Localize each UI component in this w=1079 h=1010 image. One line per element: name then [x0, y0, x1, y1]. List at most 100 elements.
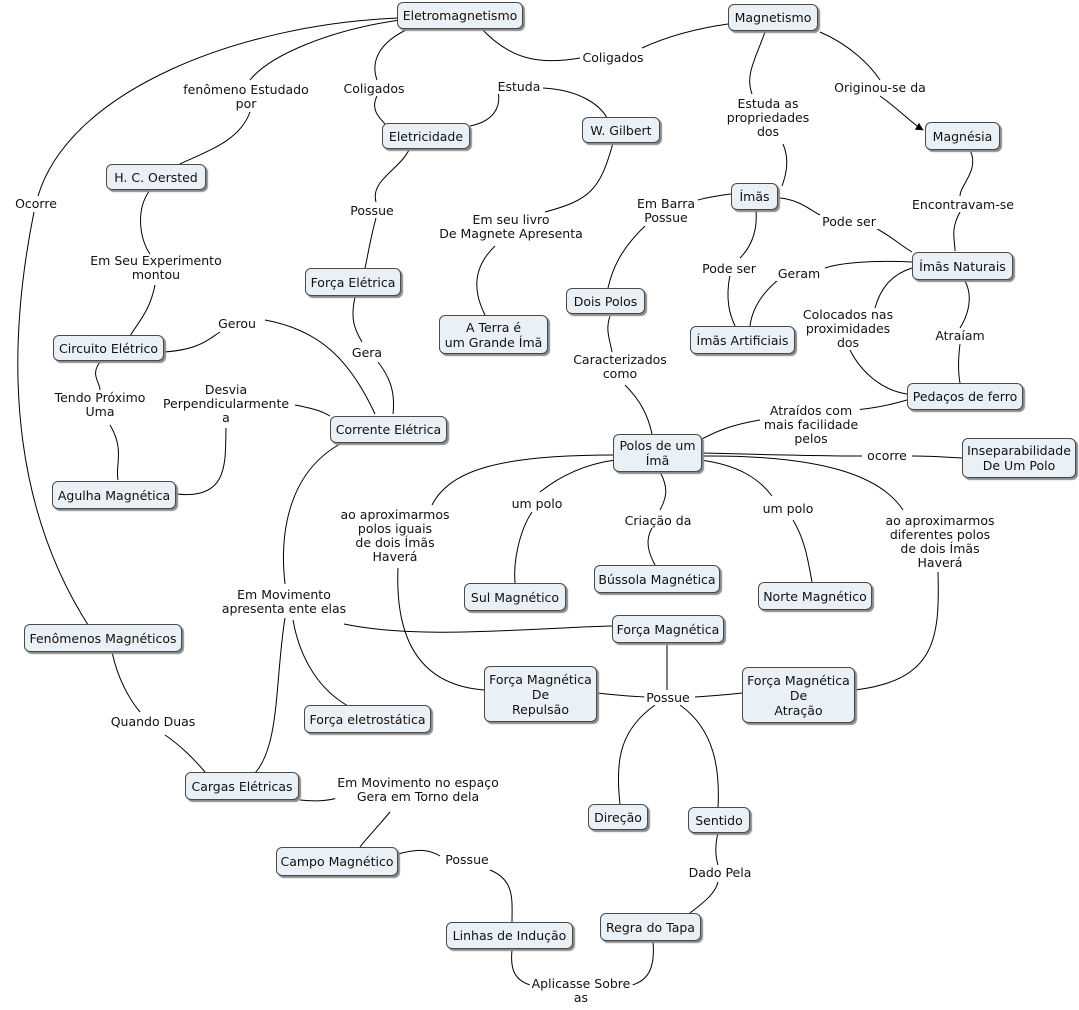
line-gera-corrente [377, 361, 395, 415]
line-quando-cargas [164, 734, 206, 773]
line-livro-terra [476, 245, 496, 316]
link-colocados: Colocados nas proximidades dos [800, 307, 896, 350]
line-eletromag-coligados2 [479, 26, 581, 62]
line-imas-podeser2 [779, 197, 821, 216]
concept-forca-eletrica[interactable]: Força Elétrica [305, 268, 401, 296]
link-coligados-2: Coligados [580, 50, 646, 65]
line-emmov-forcamag [343, 623, 613, 633]
concept-polos-de-um-ima[interactable]: Polos de um Ímã [613, 434, 702, 472]
link-ocorre-left: Ocorre [13, 196, 59, 211]
line-circuito-tendo [95, 361, 101, 391]
line-ocorre-fenomenos [17, 211, 91, 629]
line-eletricidade-estuda [469, 91, 500, 127]
concept-sentido[interactable]: Sentido [688, 807, 750, 833]
line-caracterizados-polos [624, 384, 653, 435]
line-podeser2-naturais [869, 224, 913, 253]
line-polos-criacao [659, 471, 667, 511]
link-estuda: Estuda [495, 79, 543, 94]
line-possue-forca-eletrica [364, 217, 377, 269]
link-ocorre-right: ocorre [865, 448, 909, 463]
line-fenomenos-quando [111, 651, 141, 713]
line-corrente-emmov [283, 443, 341, 585]
line-estudaprops-imas [781, 143, 788, 187]
concept-forca-atracao[interactable]: Força Magnética De Atração [742, 667, 855, 723]
link-encontravam: Encontravam-se [910, 197, 1016, 212]
line-aplicasse-regra [631, 941, 654, 986]
link-em-seu-livro: Em seu livro De Magnete Apresenta [437, 212, 585, 241]
concept-dois-polos[interactable]: Dois Polos [566, 288, 645, 314]
line-linhas-aplicasse [511, 949, 531, 986]
line-forca-eletrica-gera [352, 296, 363, 343]
line-magnetismo-originou [819, 31, 881, 81]
concept-imas-naturais[interactable]: Ímãs Naturais [912, 252, 1013, 280]
concept-bussola-magnetica[interactable]: Bússola Magnética [594, 565, 720, 593]
link-um-polo-2: um polo [760, 501, 816, 516]
concept-cargas-eletricas[interactable]: Cargas Elétricas [185, 772, 299, 800]
line-diferentes-atracao [854, 571, 939, 691]
line-polos-ocorre [701, 452, 863, 457]
line-campo-possue [397, 849, 441, 857]
link-gera: Gera [349, 345, 385, 360]
line-polos-iguais [431, 454, 614, 506]
line-possue-direcao [617, 704, 656, 805]
line-eletromag-ocorre [37, 17, 401, 197]
link-ao-aproximarmos-diferentes: ao aproximarmos diferentes polos de dois… [883, 513, 997, 570]
concept-forca-repulsao[interactable]: Força Magnética De Repulsão [484, 666, 597, 722]
line-geram-artificiais [749, 279, 779, 327]
line-naturais-geram [824, 260, 913, 269]
line-doispolos-caracterizados [607, 315, 613, 353]
concept-agulha-magnetica[interactable]: Agulha Magnética [52, 481, 176, 509]
line-coligados2-magnetismo [641, 23, 729, 49]
concept-circuito-eletrico[interactable]: Circuito Elétrico [53, 335, 164, 361]
line-polos-umpolo2 [699, 459, 773, 497]
line-dadopela-regra [689, 881, 719, 914]
link-originou: Originou-se da [832, 80, 928, 95]
line-imas-podeser1 [739, 210, 757, 259]
concept-direcao[interactable]: Direção [588, 804, 648, 830]
line-encontravam-naturais [953, 211, 961, 252]
concept-fenomenos-magneticos[interactable]: Fenômenos Magnéticos [24, 624, 182, 652]
concept-sul-magnetico[interactable]: Sul Magnético [464, 583, 566, 611]
concept-forca-eletrostatica[interactable]: Força eletrostática [304, 705, 431, 733]
line-magnesia-encontravam [959, 149, 974, 197]
line-criacao-bussola [647, 527, 656, 566]
line-eletricidade-possue [374, 147, 411, 203]
link-em-barra: Em Barra Possue [634, 196, 698, 225]
line-oersted-experimento [140, 189, 151, 255]
concept-regra-do-tapa[interactable]: Regra do Tapa [600, 913, 701, 941]
link-geram: Geram [775, 266, 823, 281]
line-gilbert-livro [544, 142, 614, 213]
concept-eletricidade[interactable]: Eletricidade [382, 123, 470, 149]
line-experimento-circuito [129, 284, 156, 337]
concept-norte-magnetico[interactable]: Norte Magnético [758, 582, 872, 610]
line-emmov-eletrostatica [292, 619, 349, 707]
link-atraiam: Atraíam [933, 328, 987, 343]
concept-magnetismo[interactable]: Magnetismo [728, 4, 818, 31]
concept-w-gilbert[interactable]: W. Gilbert [582, 117, 660, 143]
concept-forca-magnetica[interactable]: Força Magnética [612, 615, 724, 643]
concept-imas[interactable]: Ímãs [731, 183, 778, 210]
concept-imas-artificiais[interactable]: Ímãs Artificiais [690, 326, 795, 354]
concept-corrente-eletrica[interactable]: Corrente Elétrica [330, 416, 447, 443]
concept-pedacos-ferro[interactable]: Pedaços de ferro [907, 383, 1023, 410]
concept-eletromagnetismo[interactable]: Eletromagnetismo [397, 2, 523, 29]
concept-inseparabilidade[interactable]: Inseparabilidade De Um Polo [962, 438, 1076, 478]
line-repulsao-possue [596, 692, 646, 698]
concept-oersted[interactable]: H. C. Oersted [106, 164, 206, 190]
concept-campo-magnetico[interactable]: Campo Magnético [276, 847, 398, 876]
line-umpolo2-norte [792, 519, 813, 583]
line-gerou-corrente [264, 319, 376, 415]
line-emmovespaco-campo [359, 811, 391, 848]
concept-terra-grande-ima[interactable]: A Terra é um Grande Ímã [439, 315, 548, 354]
concept-magnesia[interactable]: Magnésia [925, 122, 1000, 150]
line-possue-linhas [489, 869, 513, 923]
line-imas-embarra [697, 193, 732, 201]
link-coligados-1: Coligados [341, 81, 407, 96]
link-desvia: Desvia Perpendicularmente a [160, 382, 292, 425]
line-coligados-eletricidade [374, 95, 386, 125]
concept-linhas-inducao[interactable]: Linhas de Indução [446, 922, 573, 949]
line-atraidos-polos [699, 419, 761, 441]
link-fenomeno-estudado: fenômeno Estudado por [181, 82, 311, 111]
